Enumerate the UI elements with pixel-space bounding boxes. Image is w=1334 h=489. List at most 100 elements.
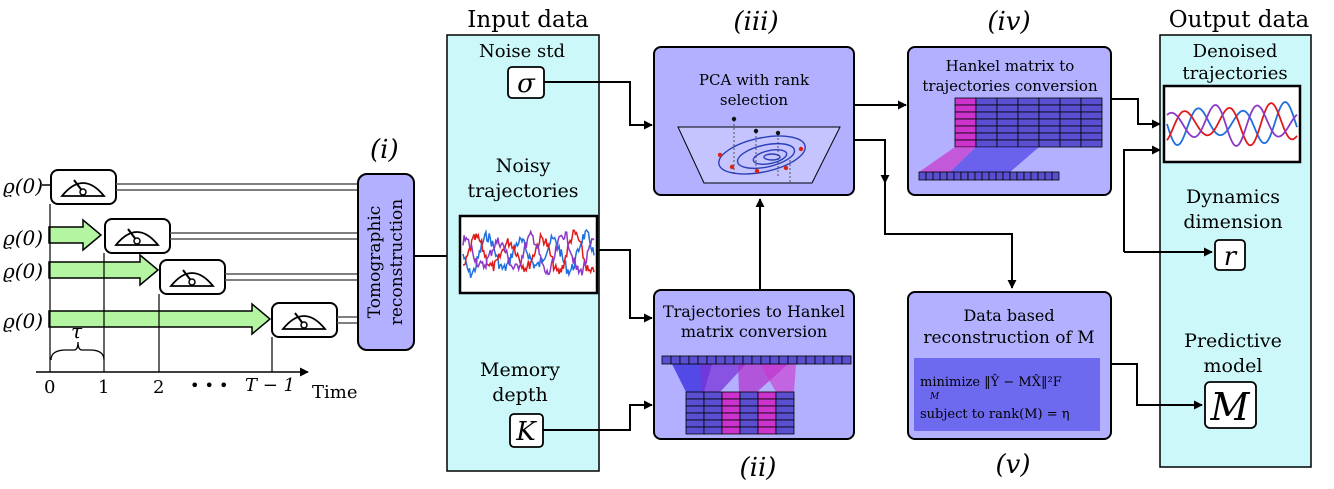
- sequence-cell: [946, 171, 955, 181]
- pca-plane-illustration: [677, 116, 841, 184]
- hankel-cell: [721, 412, 741, 421]
- timeline: ϱ(0) ϱ(0) ϱ(0): [3, 169, 358, 403]
- arrow-k-to-hankel: [543, 400, 653, 431]
- hankel-cell: [975, 125, 998, 134]
- hankel-fan: [950, 147, 1039, 172]
- hankel-cell: [721, 426, 741, 435]
- sequence-cell: [932, 171, 941, 181]
- pca-box: [653, 46, 855, 196]
- hankel-illustration: [661, 355, 852, 435]
- tick-label: 0: [44, 377, 55, 398]
- hankel-cell: [757, 419, 777, 428]
- hankel-cell: [703, 412, 723, 421]
- denoised-trajectories-plot: [1162, 84, 1302, 164]
- step-label: Data based: [963, 306, 1054, 325]
- sequence-cell: [960, 171, 969, 181]
- hankel-cell: [703, 398, 723, 407]
- hankel-cell: [757, 405, 777, 414]
- step-label: Tomographic: [365, 206, 385, 319]
- hankel-cell: [739, 419, 759, 428]
- hankel-cell: [685, 398, 705, 407]
- hankel-cell: [721, 398, 741, 407]
- sequence-cell: [995, 171, 1004, 181]
- hankel-cell: [757, 398, 777, 407]
- hankel-cell: [685, 391, 705, 400]
- step-label: PCA with rank: [699, 71, 810, 89]
- sequence-cell: [1002, 171, 1011, 181]
- step-tag: (v): [996, 450, 1031, 480]
- hankel-cell: [1080, 104, 1103, 113]
- hankel-cell: [975, 104, 998, 113]
- sequence-cell: [751, 355, 762, 365]
- noise-symbol: σ: [517, 69, 536, 99]
- sequence-cell: [832, 355, 843, 365]
- step-label: matrix conversion: [681, 322, 827, 341]
- step-tag: (iii): [733, 7, 778, 37]
- noisy-trajectories-plot: [458, 214, 599, 295]
- step-label: Hankel matrix to: [946, 57, 1075, 75]
- hankel-cell: [996, 132, 1019, 141]
- memory-symbol: K: [515, 417, 537, 447]
- hankel-cell: [757, 426, 777, 435]
- hankel-cell: [954, 104, 977, 113]
- hankel-fan: [760, 364, 796, 392]
- hankel-cell: [1059, 118, 1082, 127]
- hankel-cell: [685, 419, 705, 428]
- hankel-cell: [775, 419, 795, 428]
- hankel-cell: [1080, 132, 1103, 141]
- step-i: (i) Tomographic reconstruction: [357, 135, 415, 351]
- step-label: reconstruction of M: [923, 328, 1094, 348]
- hankel-cell: [775, 426, 795, 435]
- hankel-cell: [975, 111, 998, 120]
- sequence-cell: [778, 355, 789, 365]
- hankel-cell: [954, 125, 977, 134]
- hankel-cell: [775, 391, 795, 400]
- sequence-cell: [953, 171, 962, 181]
- optimization-constraint: subject to rank(M) = η: [920, 407, 1070, 422]
- step-label: trajectories conversion: [922, 77, 1098, 95]
- arrow-sigma-to-pca: [544, 81, 653, 130]
- panel-heading: Input data: [467, 7, 589, 33]
- sequence-cell: [841, 355, 852, 365]
- sequence-cell: [988, 171, 997, 181]
- hankel-cell: [1059, 111, 1082, 120]
- sequence-cell: [1051, 171, 1060, 181]
- noise-label: Noise std: [479, 41, 565, 62]
- hankel-cell: [954, 111, 977, 120]
- state-label: ϱ(0): [3, 259, 43, 283]
- trajectory-line: [1166, 101, 1298, 147]
- sequence-cell: [733, 355, 744, 365]
- hankel-cell: [1038, 125, 1061, 134]
- predictive-label: model: [1204, 355, 1263, 377]
- hankel-cell: [1038, 111, 1061, 120]
- hankel-cell: [1038, 132, 1061, 141]
- predictive-symbol: M: [1210, 385, 1251, 429]
- sequence-cell: [670, 355, 681, 365]
- tau-label: τ: [71, 319, 83, 343]
- hankel-cell: [685, 405, 705, 414]
- hankel-cell: [757, 391, 777, 400]
- step-v: Data based reconstruction of M minimize …: [907, 291, 1112, 480]
- sequence-cell: [679, 355, 690, 365]
- step-ii: Trajectories to Hankel matrix conversion…: [653, 289, 855, 483]
- hankel-cell: [1017, 139, 1040, 148]
- sequence-cell: [1023, 171, 1032, 181]
- denoised-label: Denoised: [1193, 41, 1278, 62]
- arrow-to-denoised-2: [1123, 145, 1161, 252]
- arrow-iv-to-denoised: [1111, 98, 1161, 129]
- step-label: Trajectories to Hankel: [663, 302, 845, 321]
- noisy-label: Noisy: [496, 155, 551, 177]
- hankel-cell: [954, 139, 977, 148]
- sequence-cell: [760, 355, 771, 365]
- sequence-cell: [925, 171, 934, 181]
- hankel-cell: [1059, 97, 1082, 106]
- sequence-cell: [981, 171, 990, 181]
- state-label: ϱ(0): [3, 174, 43, 198]
- sequence-cell: [823, 355, 834, 365]
- hankel-cell: [1038, 139, 1061, 148]
- step-label: selection: [720, 91, 789, 109]
- step-tag: (iv): [987, 7, 1030, 37]
- hankel-cell: [1059, 132, 1082, 141]
- tick-label: 2: [153, 377, 164, 398]
- hankel-cell: [721, 419, 741, 428]
